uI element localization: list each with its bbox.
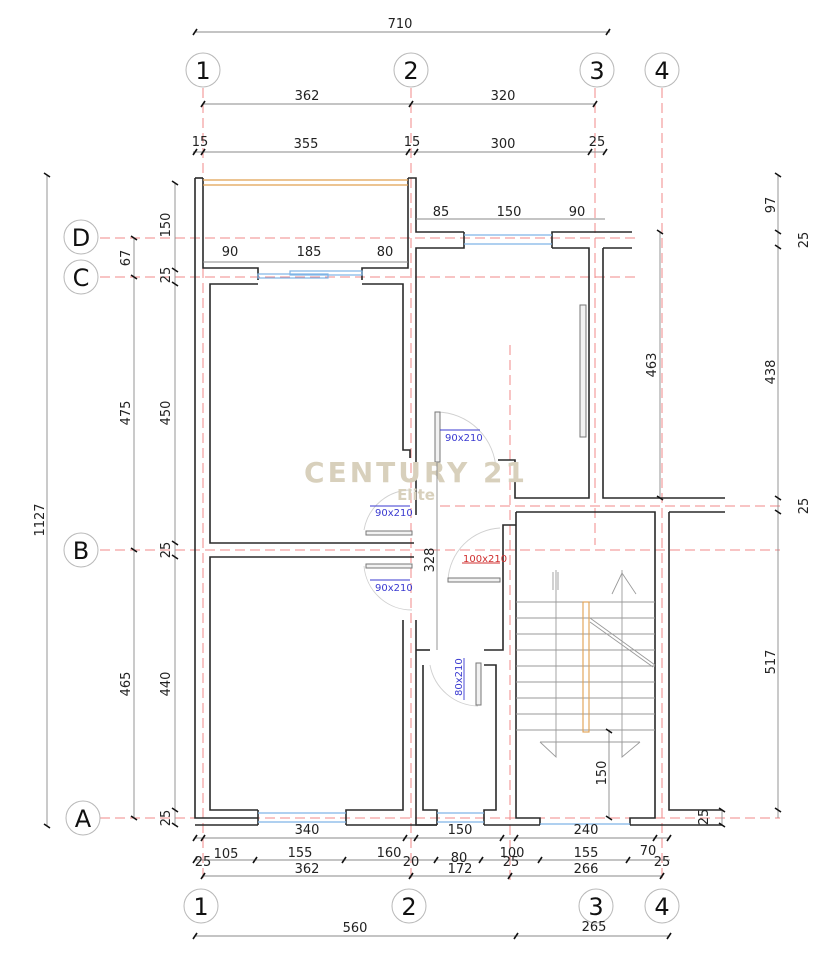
dim-bottom-r2-5: 80 (451, 851, 468, 866)
dim-right-3: 438 (764, 360, 779, 385)
dim-bottom-r2-10: 25 (654, 855, 671, 870)
dim-bottom-r2-8: 155 (574, 846, 599, 861)
axis-label-B: B (73, 537, 89, 565)
watermark-century21: CENTURY 21 (304, 456, 528, 489)
door-bedroom-1: 90x210 (363, 489, 413, 536)
dim-bottom-r2-3: 160 (377, 846, 402, 861)
walls (194, 177, 725, 826)
dim-left-wall-1: 150 (159, 213, 174, 238)
dim-left-wall-4: 25 (159, 542, 174, 559)
staircase (516, 570, 656, 759)
dim-stair-landing: 150 (595, 761, 610, 786)
dim-top-wall-5: 25 (589, 135, 606, 150)
axis-label-C: C (73, 264, 90, 292)
dim-left-axis-C-B: 475 (119, 401, 134, 426)
dim-bottom-r2-0: 25 (195, 855, 212, 870)
dim-top-overall: 710 (388, 17, 413, 32)
dim-kitchen-3: 90 (569, 205, 586, 220)
dim-balcony-3: 80 (377, 245, 394, 260)
dim-top-wall-4: 300 (491, 137, 516, 152)
dim-right-6: 25 (697, 809, 712, 826)
door-label-bathroom: 80x210 (454, 658, 465, 696)
watermark-elite: Elite (397, 486, 435, 504)
dim-top-wall-1: 15 (192, 135, 209, 150)
door-kitchen: 90x210 (434, 411, 497, 471)
dim-bottom-265: 265 (582, 920, 607, 935)
grid-axes (100, 88, 780, 885)
axis-label-A: A (75, 805, 92, 833)
axis-label-4-bottom: 4 (654, 893, 669, 921)
windows (203, 179, 630, 825)
axis-label-1-bottom: 1 (193, 893, 208, 921)
dim-left-wall-5: 440 (159, 672, 174, 697)
dim-balcony-2: 185 (297, 245, 322, 260)
dimensions-left: 1127 67 475 465 150 25 450 25 440 25 (33, 172, 179, 829)
dim-right-4: 25 (797, 498, 812, 515)
dim-bottom-r2-6: 100 (500, 846, 525, 861)
dim-right-2: 25 (797, 232, 812, 249)
dim-left-axis-B-A: 465 (119, 672, 134, 697)
axis-label-2-bottom: 2 (401, 893, 416, 921)
door-bathroom: 80x210 (429, 658, 482, 707)
dim-top-axis-1-2: 362 (295, 89, 320, 104)
dim-top-axis-2-3: 320 (491, 89, 516, 104)
dim-bottom-362: 362 (295, 862, 320, 877)
dim-left-overall: 1127 (33, 503, 48, 536)
axis-label-2-top: 2 (403, 57, 418, 85)
dim-bottom-560: 560 (343, 921, 368, 936)
dim-top-wall-2: 355 (294, 137, 319, 152)
axis-label-D: D (72, 224, 90, 252)
dim-right-inner: 463 (645, 353, 660, 378)
axis-label-3-bottom: 3 (588, 893, 603, 921)
dim-bottom-r2-2: 155 (288, 846, 313, 861)
dim-bottom-266: 266 (574, 862, 599, 877)
door-label-kitchen: 90x210 (445, 433, 483, 444)
dim-bottom-340: 340 (295, 823, 320, 838)
dim-bottom-240: 240 (574, 823, 599, 838)
dim-left-wall-6: 25 (159, 810, 174, 827)
dim-left-wall-2: 25 (159, 267, 174, 284)
dim-right-5: 517 (764, 650, 779, 675)
axis-label-4-top: 4 (654, 57, 669, 85)
dimensions-top: 710 362 320 15 355 15 300 25 90 185 80 8… (192, 17, 611, 263)
doors: 90x210 90x210 90x210 100x210 80x210 (363, 411, 507, 707)
door-bedroom-2: 90x210 (363, 563, 413, 611)
door-label-bedroom-2: 90x210 (375, 583, 413, 594)
dim-right-1: 97 (764, 197, 779, 214)
dim-top-wall-3: 15 (404, 135, 421, 150)
dim-left-axis-D-C: 67 (119, 250, 134, 267)
axis-bubbles: 1 2 3 4 1 2 3 4 D C B A (63, 52, 680, 924)
dim-kitchen-1: 85 (433, 205, 450, 220)
dim-bottom-172: 172 (448, 862, 473, 877)
dim-bottom-r2-9: 70 (640, 844, 657, 859)
dimensions-bottom: 340 150 240 25 105 155 160 20 80 100 25 … (192, 823, 672, 940)
dim-balcony-1: 90 (222, 245, 239, 260)
dimensions-internal: 328 150 (423, 462, 613, 821)
watermark: CENTURY 21 Elite (304, 456, 528, 504)
door-label-bedroom-1: 90x210 (375, 508, 413, 519)
dim-bottom-r2-4: 20 (403, 855, 420, 870)
axis-label-3-top: 3 (589, 57, 604, 85)
kitchen-counter (579, 304, 587, 438)
dim-kitchen-2: 150 (497, 205, 522, 220)
dim-bottom-150: 150 (448, 823, 473, 838)
dim-corridor: 328 (423, 548, 438, 573)
dimensions-right: 97 25 438 25 517 25 463 (645, 172, 812, 828)
dim-bottom-r2-7: 25 (503, 855, 520, 870)
dim-bottom-r2-1: 105 (214, 847, 239, 862)
door-entrance: 100x210 (447, 527, 507, 583)
door-label-entrance: 100x210 (463, 554, 507, 565)
dim-left-wall-3: 450 (159, 401, 174, 426)
axis-label-1-top: 1 (195, 57, 210, 85)
